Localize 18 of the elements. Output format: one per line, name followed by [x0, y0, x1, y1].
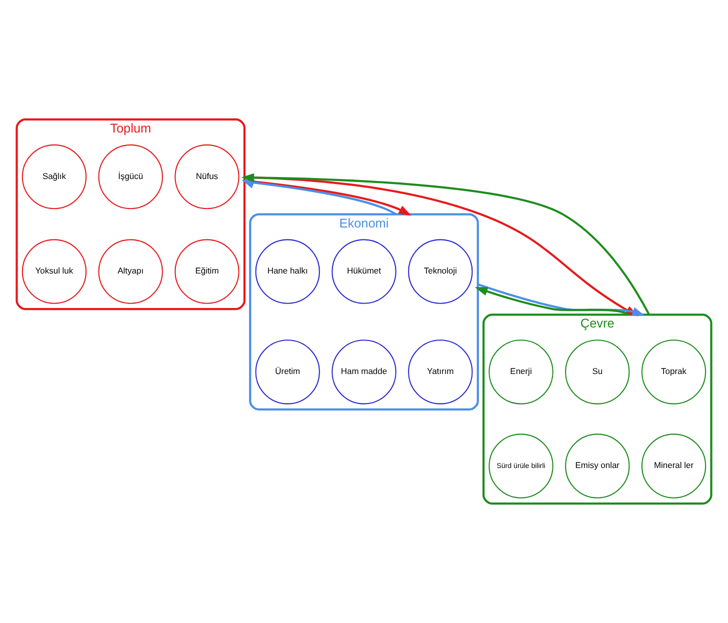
node-circle: Mineral ler	[641, 434, 706, 498]
arrow	[474, 287, 630, 316]
node-circle: Nüfus	[174, 144, 240, 210]
node-circle: Teknoloji	[408, 239, 473, 304]
node-circle: İşgücü	[98, 144, 163, 210]
node-circle: Hane halkı	[255, 239, 320, 304]
node-circle: Enerji	[488, 340, 554, 404]
node-circle: Eğitim	[174, 239, 240, 304]
node-circle: Üretim	[255, 340, 320, 404]
node-circle: Sağlık	[22, 144, 87, 210]
node-circle: Hükümet	[332, 239, 396, 304]
node-circle: Toprak	[641, 340, 706, 404]
node-circle: Su	[565, 340, 630, 404]
node-circle: Yatırım	[408, 340, 473, 404]
node-circle: Emisy onlar	[565, 434, 630, 498]
node-circle: Yoksul luk	[22, 239, 87, 304]
node-circle: Altyapı	[98, 239, 163, 304]
node-circle: Ham madde	[332, 340, 396, 404]
